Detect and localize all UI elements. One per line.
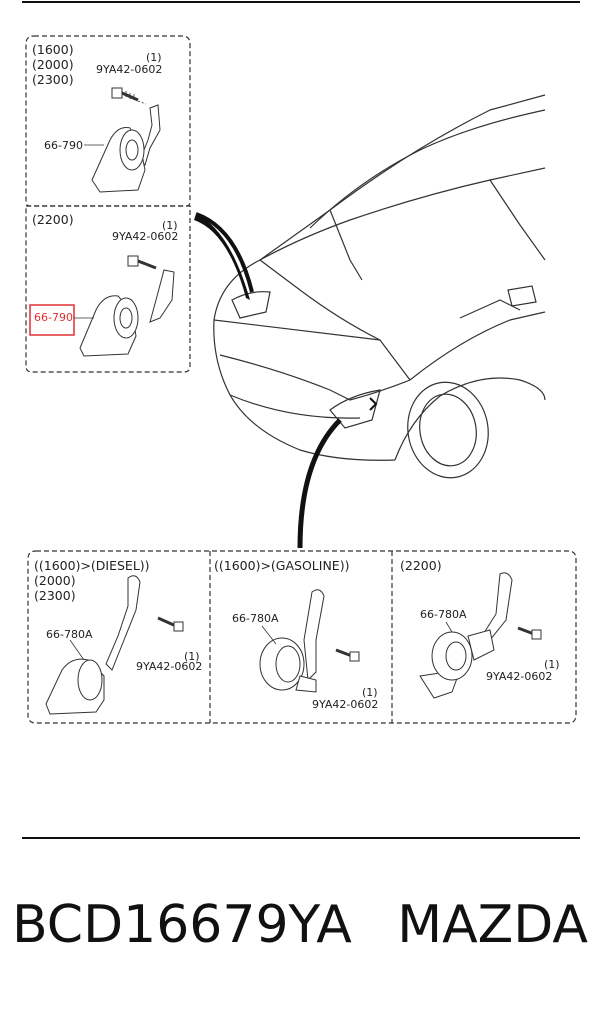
bolt-icon [127,255,157,270]
bolt-part-number: 9YA42-0602 [312,698,378,711]
panel-gasoline: ((1600)>(GASOLINE)) 66-780A (1) 9YA42-06… [214,558,378,711]
bolt-icon [157,616,184,632]
engine-label-2200: (2200) [32,212,74,227]
panel-diesel: ((1600)>(DIESEL)) (2000) (2300) 66-780A … [34,558,202,715]
leader-arrow-upper-stroke [195,212,254,293]
bolt-part-number: 9YA42-0602 [112,230,178,243]
bolt-qty: (1) [184,650,200,663]
horn-icon [91,104,161,193]
part-footer: BCD16679YA MAZDA [0,895,600,975]
horn-part-number: 66-780A [420,608,467,621]
footer-rule [22,837,580,839]
bolt-part-number: 9YA42-0602 [486,670,552,683]
engine-label-2000: (2000) [32,57,74,72]
horn-part-number: 66-780A [232,612,279,625]
parts-diagram: (1600) (2000) (2300) (1) 9YA42-0602 66-7… [22,1,580,724]
bolt-part-number: 9YA42-0602 [96,63,162,76]
car-front-illustration [213,94,546,479]
engine-label-1600: (1600) [32,42,74,57]
brand-name: MAZDA [397,895,588,955]
horn-part-number-highlighted: 66-790 [34,311,73,324]
engine-label-diesel: ((1600)>(DIESEL)) [34,558,150,573]
horn-part-number: 66-790 [44,139,83,152]
bolt-qty: (1) [146,51,162,64]
bolt-qty: (1) [162,219,178,232]
bolt-icon [111,87,139,102]
part-number: BCD16679YA [12,895,352,955]
top-left-inset: (1600) (2000) (2300) (1) 9YA42-0602 66-7… [25,35,191,207]
engine-label-2300: (2300) [32,72,74,87]
horn-icon [45,575,141,715]
mid-left-inset: (2200) (1) 9YA42-0602 66-790 [25,205,191,373]
bolt-qty: (1) [362,686,378,699]
bolt-qty: (1) [544,658,560,671]
panel-2200: (2200) 66-780A (1) 9YA42-0602 [400,558,560,699]
highlight-box [29,304,75,336]
engine-label-2000: (2000) [34,573,76,588]
leader-arrow-upper [194,214,250,300]
horn-part-number: 66-780A [46,628,93,641]
engine-label-2300: (2300) [34,588,76,603]
bottom-panels: ((1600)>(DIESEL)) (2000) (2300) 66-780A … [27,550,577,724]
bolt-part-number: 9YA42-0602 [136,660,202,673]
engine-label-2200: (2200) [400,558,442,573]
bolt-icon [335,648,360,662]
horn-icon [419,572,513,699]
pointer-arrow [369,397,378,411]
bolt-icon [517,626,542,640]
horn-icon [259,589,325,693]
leader-arrow-lower [297,418,342,549]
engine-label-gasoline: ((1600)>(GASOLINE)) [214,558,349,573]
horn-icon [79,269,175,357]
